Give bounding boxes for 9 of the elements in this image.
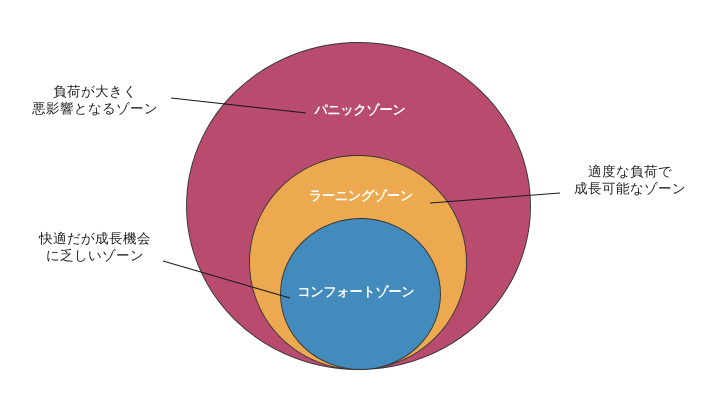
leader-line	[162, 260, 290, 299]
zone-description: 負荷が大きく悪影響となるゾーン	[20, 84, 170, 118]
zone-label: ラーニングゾーン	[309, 189, 413, 205]
zone-description: 快適だが成長機会に乏しいゾーン	[27, 231, 163, 265]
zone-label: パニックゾーン	[314, 103, 406, 119]
zone-description: 適度な負荷で成長可能なゾーン	[560, 164, 700, 198]
zone-label: コンフォートゾーン	[298, 285, 414, 301]
leader-line	[430, 192, 560, 204]
leader-line	[170, 97, 306, 114]
